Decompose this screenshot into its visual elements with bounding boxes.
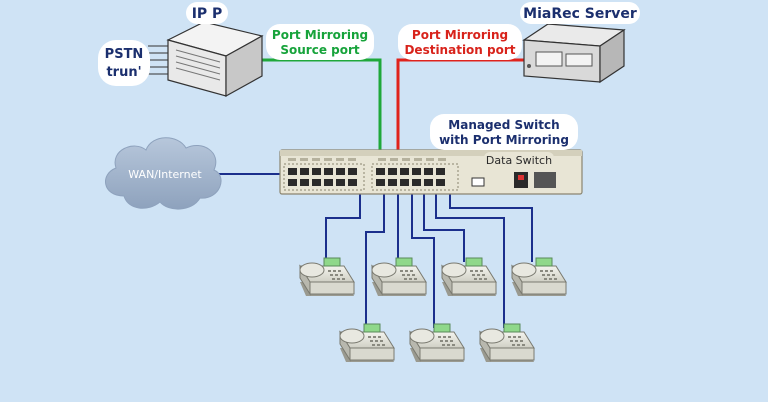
phone-link-4 — [411, 188, 435, 328]
pstn-trunk-label: trun' — [106, 65, 141, 80]
label-backgrounds — [98, 2, 640, 168]
destination-port-title: Port Mirroring — [412, 28, 508, 42]
phone-link-1 — [325, 188, 361, 262]
ip-pbx-label: IP P — [192, 6, 223, 22]
labels: IP P PSTN trun' MiaRec Server Port Mirro… — [105, 6, 637, 181]
source-port-title: Port Mirroring — [272, 28, 368, 42]
cloud-icon — [105, 137, 222, 210]
pstn-label: PSTN — [105, 47, 144, 62]
phone-link-6 — [435, 188, 505, 328]
source-port-label: Source port — [280, 43, 360, 57]
port-mirroring-label: with Port Mirroring — [439, 133, 569, 147]
managed-switch-label: Managed Switch — [448, 118, 559, 132]
phone-link-7 — [449, 188, 533, 262]
wan-internet-label: WAN/Internet — [128, 168, 202, 181]
destination-port-label: Destination port — [404, 43, 515, 57]
miarec-server-label: MiaRec Server — [523, 6, 637, 22]
phone-link-2 — [365, 188, 385, 328]
data-switch-label: Data Switch — [486, 154, 552, 167]
phone-links — [325, 188, 533, 328]
rack-server-icon — [522, 23, 626, 84]
phone-link-5 — [423, 188, 465, 262]
ip-pbx-server-icon — [148, 21, 264, 98]
